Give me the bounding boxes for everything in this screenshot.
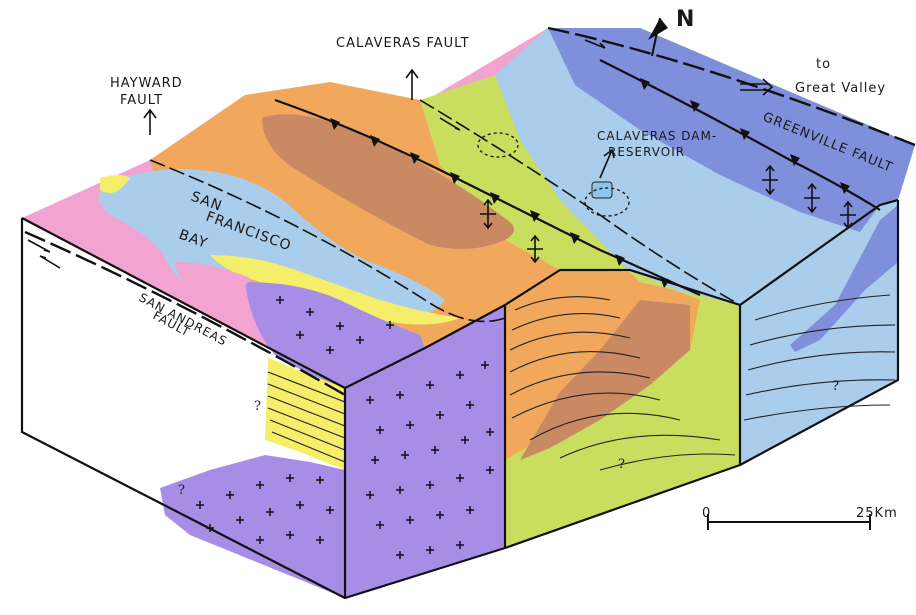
calaveras-dam-label-2: RESERVOIR: [608, 145, 685, 159]
question-mark-4: ?: [832, 379, 839, 394]
calaveras-dam-label-1: CALAVERAS DAM-: [597, 129, 717, 143]
hayward-label-2: FAULT: [120, 93, 163, 108]
scale-end-label: 25Km: [856, 506, 898, 521]
calaveras-fault-label: CALAVERAS FAULT: [336, 36, 470, 51]
question-mark-3: ?: [618, 457, 625, 472]
great-valley-label-2: Great Valley: [795, 81, 886, 96]
scale-zero-label: 0: [702, 506, 711, 521]
great-valley-label-1: to: [816, 57, 831, 72]
scale-bar: [708, 514, 870, 530]
hayward-label-1: HAYWARD: [110, 76, 183, 91]
question-mark-2: ?: [178, 483, 185, 498]
north-label: N: [676, 7, 695, 32]
question-mark-1: ?: [254, 399, 261, 414]
